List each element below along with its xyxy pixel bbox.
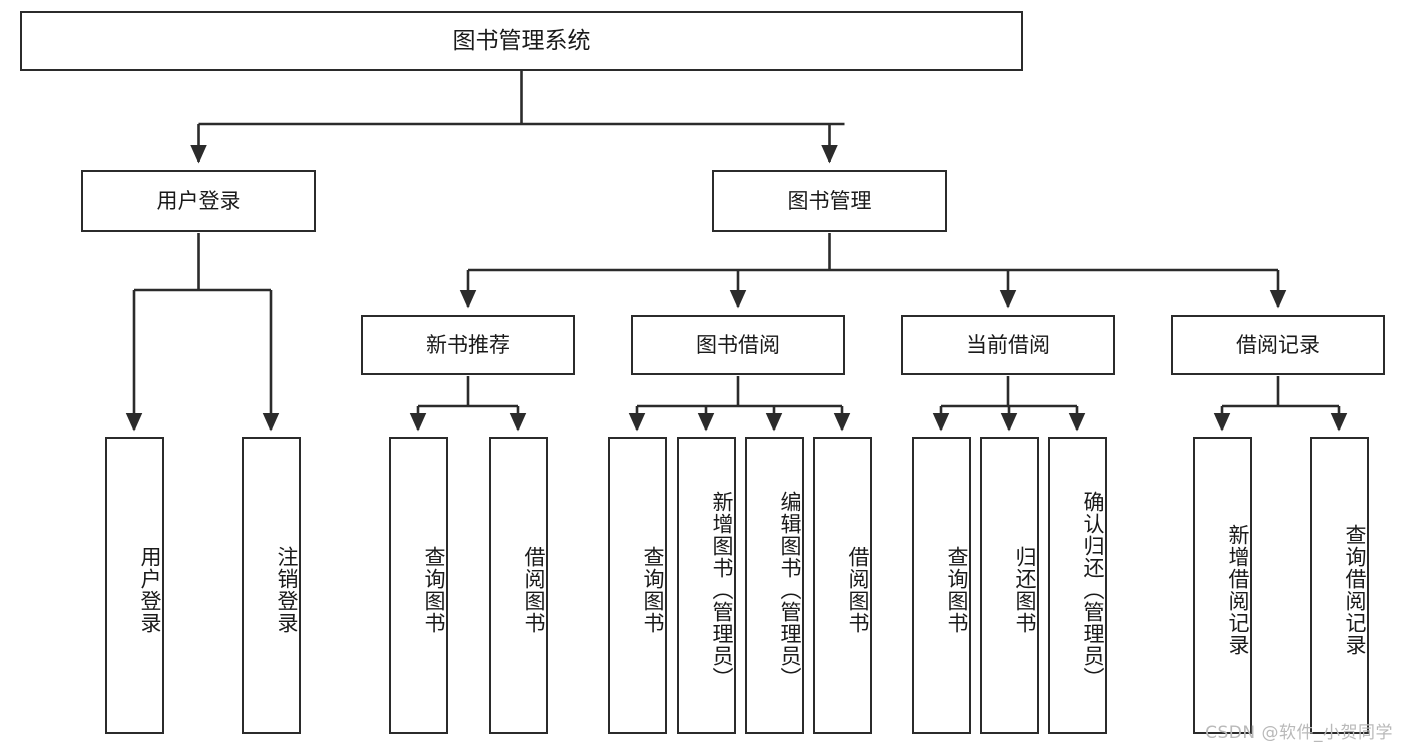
node-leaf-query-borrow-record[interactable]: 查询借阅记录 (1310, 437, 1369, 734)
node-user-login[interactable]: 用户登录 (81, 170, 316, 232)
node-label: 查询图书 (422, 545, 446, 634)
node-book-management[interactable]: 图书管理 (712, 170, 947, 232)
node-label: 新书推荐 (426, 332, 510, 357)
node-label: 图书管理系统 (452, 27, 591, 54)
node-leaf-add-borrow-record[interactable]: 新增借阅记录 (1193, 437, 1252, 734)
node-label: 借阅图书 (522, 545, 546, 634)
node-leaf-edit-book-admin[interactable]: 编辑图书（管理员） (745, 437, 804, 734)
node-new-book-recommend[interactable]: 新书推荐 (361, 315, 575, 375)
node-leaf-add-book-admin[interactable]: 新增图书（管理员） (677, 437, 736, 734)
node-label: 查询借阅记录 (1343, 523, 1367, 656)
node-leaf-return-book[interactable]: 归还图书 (980, 437, 1039, 734)
node-label: 当前借阅 (966, 332, 1050, 357)
node-label: 确认归还（管理员） (1081, 490, 1105, 689)
node-label: 用户登录 (138, 545, 162, 634)
node-borrow-record[interactable]: 借阅记录 (1171, 315, 1385, 375)
node-leaf-query-book-borrow[interactable]: 查询图书 (608, 437, 667, 734)
node-label: 查询图书 (641, 545, 665, 634)
node-leaf-borrow-book[interactable]: 借阅图书 (813, 437, 872, 734)
node-leaf-user-login[interactable]: 用户登录 (105, 437, 164, 734)
node-leaf-confirm-return-admin[interactable]: 确认归还（管理员） (1048, 437, 1107, 734)
node-leaf-user-logout[interactable]: 注销登录 (242, 437, 301, 734)
node-label: 图书借阅 (696, 332, 780, 357)
node-leaf-query-book-recommend[interactable]: 查询图书 (389, 437, 448, 734)
node-label: 编辑图书（管理员） (778, 490, 802, 689)
node-label: 注销登录 (275, 545, 299, 634)
node-book-borrow[interactable]: 图书借阅 (631, 315, 845, 375)
node-label: 新增借阅记录 (1226, 523, 1250, 656)
node-leaf-query-book-current[interactable]: 查询图书 (912, 437, 971, 734)
node-label: 用户登录 (156, 188, 241, 213)
node-label: 图书管理 (787, 188, 872, 213)
node-label: 借阅图书 (846, 545, 870, 634)
node-label: 查询图书 (945, 545, 969, 634)
node-label: 借阅记录 (1236, 332, 1320, 357)
csdn-watermark: CSDN @软件_小贺同学 (1205, 723, 1393, 743)
node-leaf-borrow-book-recommend[interactable]: 借阅图书 (489, 437, 548, 734)
node-root-book-management-system[interactable]: 图书管理系统 (20, 11, 1023, 71)
node-label: 归还图书 (1013, 545, 1037, 634)
node-label: 新增图书（管理员） (710, 490, 734, 689)
node-current-borrow[interactable]: 当前借阅 (901, 315, 1115, 375)
